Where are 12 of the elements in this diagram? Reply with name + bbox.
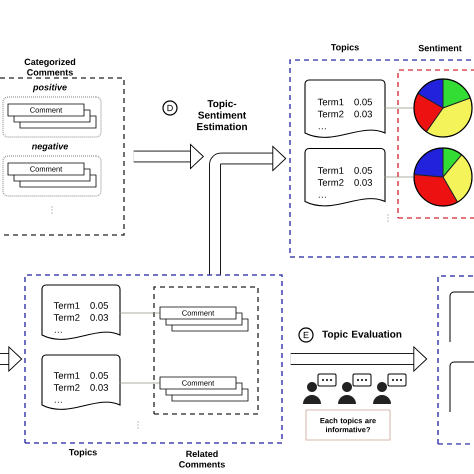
connector-line (118, 382, 160, 384)
dashed-group-box: Sentiment (397, 44, 474, 219)
block-arrow (209, 145, 286, 274)
document-box: Term1 0.05 Term2 0.03 … (41, 354, 121, 410)
connector-line (118, 312, 160, 314)
document-box: Term1 0.05 Term2 0.03 … (41, 284, 121, 340)
pie-chart (413, 78, 473, 138)
pie-chart (413, 147, 473, 207)
document-box: Term1 0.05 Term2 0.03 … (304, 148, 386, 206)
dashed-group-box (437, 275, 474, 445)
document-box: Term1 0.05 Term2 0.03 … (304, 79, 386, 138)
connector-line (384, 176, 414, 178)
